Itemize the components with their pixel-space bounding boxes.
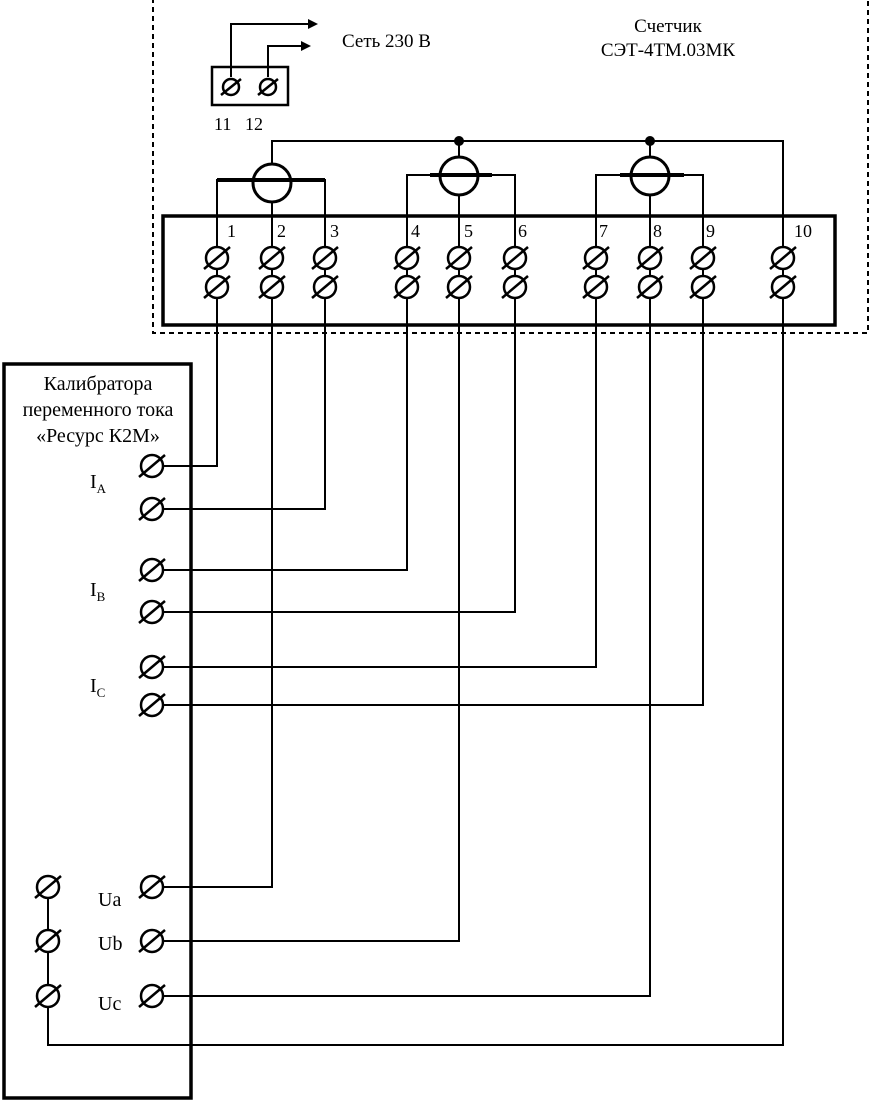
terminal-number-4: 4 bbox=[411, 221, 420, 241]
network-arrow-2 bbox=[301, 41, 311, 51]
label-ub: Ub bbox=[98, 933, 122, 955]
terminal-number-8: 8 bbox=[653, 221, 662, 241]
label-ia: IA bbox=[90, 471, 107, 496]
label-uc: Uc bbox=[98, 993, 121, 1015]
terminal-label-11: 11 bbox=[214, 114, 231, 134]
meter-enclosure bbox=[152, 0, 869, 334]
label-ic: IC bbox=[90, 675, 105, 700]
wire-ia-2 bbox=[152, 287, 326, 510]
calibrator-title-line2: переменного тока bbox=[23, 399, 174, 421]
terminal-number-9: 9 bbox=[706, 221, 715, 241]
calibrator-terminals bbox=[33, 453, 167, 1009]
terminal-number-3: 3 bbox=[330, 221, 339, 241]
terminal-12 bbox=[256, 77, 280, 97]
terminal-number-10: 10 bbox=[794, 221, 812, 241]
wire-ib-2 bbox=[152, 287, 516, 613]
sensor-a bbox=[250, 162, 294, 204]
terminal-number-6: 6 bbox=[518, 221, 527, 241]
label-ib: IB bbox=[90, 579, 106, 604]
wire-ua bbox=[152, 287, 273, 888]
wire-ib-1 bbox=[152, 287, 408, 571]
wire-ic-1 bbox=[152, 287, 597, 668]
wire-ia-1 bbox=[152, 287, 218, 467]
network-arrow-1 bbox=[308, 19, 318, 29]
label-ua: Ua bbox=[98, 889, 121, 911]
calibrator-box bbox=[2, 362, 193, 1100]
network-wire-1 bbox=[230, 23, 310, 77]
terminal-number-2: 2 bbox=[277, 221, 286, 241]
sensor-b bbox=[437, 155, 481, 197]
meter-title-line2: СЭТ-4ТМ.03МК bbox=[601, 40, 736, 61]
wire-neutral bbox=[47, 287, 784, 1046]
calibrator-title-line1: Калибратора bbox=[44, 373, 153, 395]
wire-ic-2 bbox=[152, 287, 704, 706]
aux-terminal-block bbox=[210, 65, 290, 107]
meter-terminals-top bbox=[202, 245, 798, 271]
terminal-label-12: 12 bbox=[245, 114, 263, 134]
terminal-number-labels: 1 2 3 4 5 6 7 8 9 10 bbox=[227, 221, 812, 241]
terminal-number-1: 1 bbox=[227, 221, 236, 241]
terminal-number-7: 7 bbox=[599, 221, 608, 241]
wire-uc bbox=[152, 287, 651, 997]
meter-title-line1: Счетчик bbox=[634, 16, 702, 37]
meter-terminals-bottom bbox=[202, 274, 798, 300]
terminal-number-5: 5 bbox=[464, 221, 473, 241]
network-label: Сеть 230 В bbox=[342, 31, 431, 52]
calibrator-title-line3: «Ресурс К2М» bbox=[36, 425, 160, 447]
wire-ub bbox=[152, 287, 460, 942]
sensor-c bbox=[628, 155, 672, 197]
voltage-bus bbox=[271, 140, 784, 258]
meter-terminal-block bbox=[161, 214, 837, 327]
terminal-11 bbox=[219, 77, 243, 97]
network-wire-2 bbox=[267, 45, 303, 77]
